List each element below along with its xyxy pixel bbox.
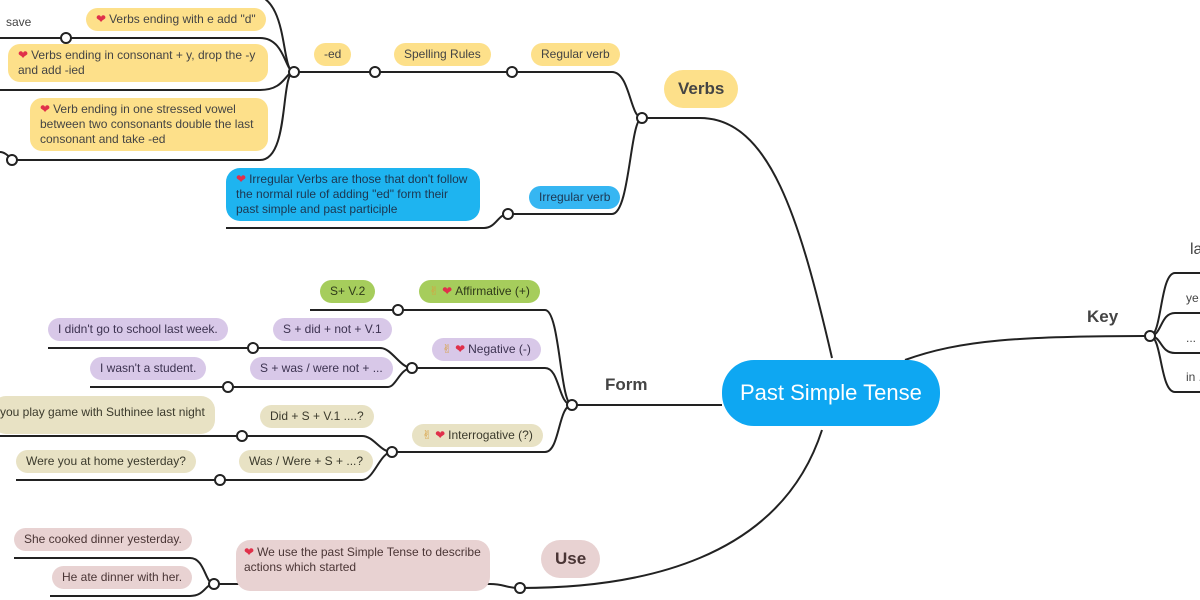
junction-dot (566, 399, 578, 411)
key-item[interactable]: la (1190, 241, 1200, 258)
junction-dot (502, 208, 514, 220)
rule-double-consonant[interactable]: ❤Verb ending in one stressed vowel betwe… (30, 98, 268, 151)
structure-interrogative-did[interactable]: Did + S + V.1 ....? (260, 405, 374, 428)
junction-dot (636, 112, 648, 124)
heart-icon: ❤ (40, 102, 51, 116)
note-use[interactable]: ❤We use the past Simple Tense to describ… (236, 540, 490, 591)
node-spelling-rules[interactable]: Spelling Rules (394, 43, 491, 66)
junction-dot (406, 362, 418, 374)
key-item[interactable]: ... (1186, 331, 1197, 345)
node-regular-verb[interactable]: Regular verb (531, 43, 620, 66)
heart-icon: ❤ (236, 172, 247, 186)
junction-dot (222, 381, 234, 393)
example-use-cooked[interactable]: She cooked dinner yesterday. (14, 528, 192, 551)
rule-drop-y[interactable]: ❤Verbs ending in consonant + y, drop the… (8, 44, 268, 82)
junction-dot (1144, 330, 1156, 342)
topic-use[interactable]: Use (541, 540, 601, 578)
note-irregular[interactable]: ❤Irregular Verbs are those that don't fo… (226, 168, 480, 221)
connector-verbs (642, 117, 833, 359)
node-irregular-verb[interactable]: Irregular verb (529, 186, 621, 209)
key-item[interactable]: ye (1186, 291, 1199, 305)
example-use-ate[interactable]: He ate dinner with her. (52, 566, 193, 589)
hand-icon: ✌ (429, 284, 440, 298)
junction-dot (247, 342, 259, 354)
junction-dot (60, 32, 72, 44)
node-interrogative[interactable]: ✌❤Interrogative (?) (412, 424, 543, 447)
heart-icon: ❤ (96, 12, 107, 26)
junction-dot (506, 66, 518, 78)
node-negative[interactable]: ✌❤Negative (-) (432, 338, 541, 361)
heart-icon: ❤ (244, 545, 255, 559)
hand-icon: ✌ (442, 342, 453, 356)
junction-dot (392, 304, 404, 316)
junction-dot (386, 446, 398, 458)
example-save[interactable]: save (6, 15, 32, 29)
junction-dot (208, 578, 220, 590)
connector-key (904, 335, 1151, 361)
key-item[interactable]: in ... (1186, 370, 1200, 384)
junction-dot (514, 582, 526, 594)
node-affirmative[interactable]: ✌❤Affirmative (+) (419, 280, 540, 303)
junction-dot (236, 430, 248, 442)
structure-interrogative-was[interactable]: Was / Were + S + ...? (239, 450, 374, 473)
heart-icon: ❤ (435, 428, 446, 442)
example-negative-did[interactable]: I didn't go to school last week. (48, 318, 228, 341)
structure-negative-was[interactable]: S + was / were not + ... (250, 357, 393, 380)
topic-form[interactable]: Form (605, 375, 648, 394)
topic-verbs[interactable]: Verbs (664, 70, 739, 108)
heart-icon: ❤ (18, 48, 29, 62)
heart-icon: ❤ (442, 284, 453, 298)
central-topic[interactable]: Past Simple Tense (722, 360, 940, 426)
example-interrogative-was[interactable]: Were you at home yesterday? (16, 450, 196, 473)
node-ed[interactable]: -ed (314, 43, 352, 66)
topic-key[interactable]: Key (1087, 307, 1119, 326)
junction-dot (214, 474, 226, 486)
structure-negative-did[interactable]: S + did + not + V.1 (273, 318, 392, 341)
junction-dot (369, 66, 381, 78)
hand-icon: ✌ (422, 428, 433, 442)
heart-icon: ❤ (455, 342, 466, 356)
junction-dot (6, 154, 18, 166)
example-negative-was[interactable]: I wasn't a student. (90, 357, 207, 380)
example-interrogative-did[interactable]: you play game with Suthinee last night (0, 396, 215, 434)
structure-affirmative[interactable]: S+ V.2 (320, 280, 376, 303)
junction-dot (288, 66, 300, 78)
rule-add-d[interactable]: ❤Verbs ending with e add "d" (86, 8, 266, 31)
connector-use (519, 429, 823, 589)
